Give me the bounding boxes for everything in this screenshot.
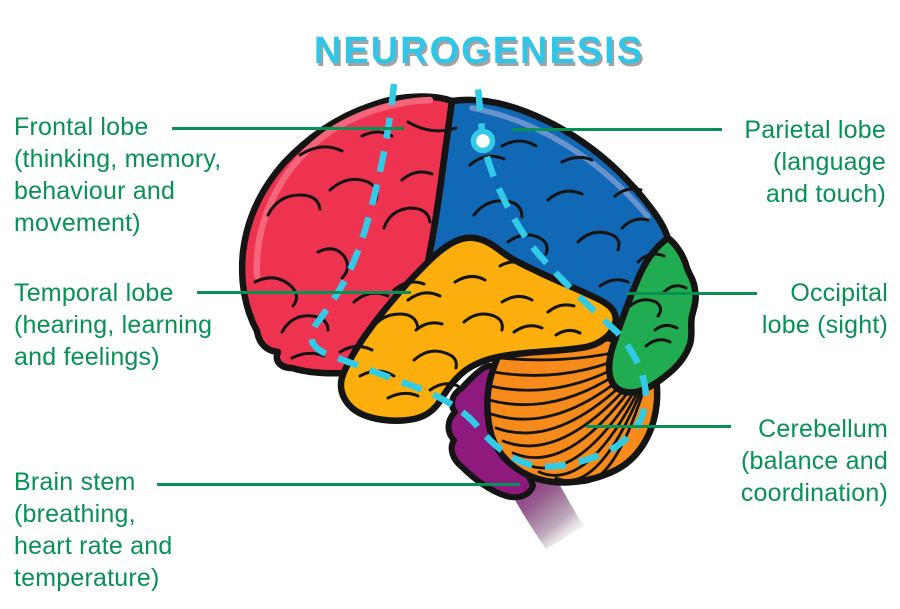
frontal-lobe-name: Frontal lobe [14, 113, 149, 141]
temporal-gyri [358, 260, 582, 400]
parietal-lobe-detail-line: (language [772, 148, 886, 176]
label-cerebellum: Cerebellum (balance and coordination) [741, 413, 888, 509]
frontal-leader-line [172, 127, 404, 130]
parietal-leader-line [512, 128, 722, 131]
cerebellum-leader-line [586, 425, 731, 428]
brain-stem-detail-line: temperature) [14, 564, 160, 592]
frontal-lobe-detail-line: (thinking, memory, [14, 145, 222, 173]
brain-stem-name: Brain stem [14, 468, 136, 496]
occipital-leader-line [626, 292, 757, 295]
cerebellum-detail-line: (balance and [741, 447, 888, 475]
occipital-lobe-detail-line: lobe (sight) [761, 311, 888, 339]
brainstem-leader-line [157, 483, 520, 486]
diagram-title: NEUROGENESIS [313, 30, 645, 72]
cerebellum-detail-line: coordination) [740, 479, 888, 507]
temporal-leader-line [197, 291, 411, 294]
temporal-lobe-detail-line: (hearing, learning [14, 311, 213, 339]
frontal-lobe-detail-line: behaviour and [14, 177, 176, 205]
brain-stem-detail-line: heart rate and [14, 532, 173, 560]
brain-stem-detail-line: (breathing, [14, 500, 136, 528]
occipital-gyri [628, 252, 688, 348]
parietal-lobe-detail-line: and touch) [765, 180, 886, 208]
parietal-lobe-name: Parietal lobe [744, 116, 886, 144]
frontal-lobe-detail-line: movement) [14, 209, 141, 237]
frontal-lobe-highlight [253, 96, 434, 280]
cerebellum-name: Cerebellum [758, 415, 888, 443]
neurogenesis-dashed-path [308, 83, 650, 470]
parietal-lobe-highlight [469, 105, 651, 220]
occipital-lobe-name: Occipital [790, 279, 888, 307]
frontal-gyri [253, 120, 458, 360]
label-frontal-lobe: Frontal lobe (thinking, memory, behaviou… [14, 111, 221, 239]
label-occipital-lobe: Occipital lobe (sight) [762, 277, 888, 341]
label-temporal-lobe: Temporal lobe (hearing, learning and fee… [14, 277, 212, 373]
temporal-lobe-name: Temporal lobe [14, 279, 174, 307]
temporal-lobe-detail-line: and feelings) [14, 343, 160, 371]
neurogenesis-marker-dot [470, 128, 496, 154]
label-brain-stem: Brain stem (breathing, heart rate and te… [14, 466, 172, 594]
label-parietal-lobe: Parietal lobe (language and touch) [744, 114, 886, 210]
